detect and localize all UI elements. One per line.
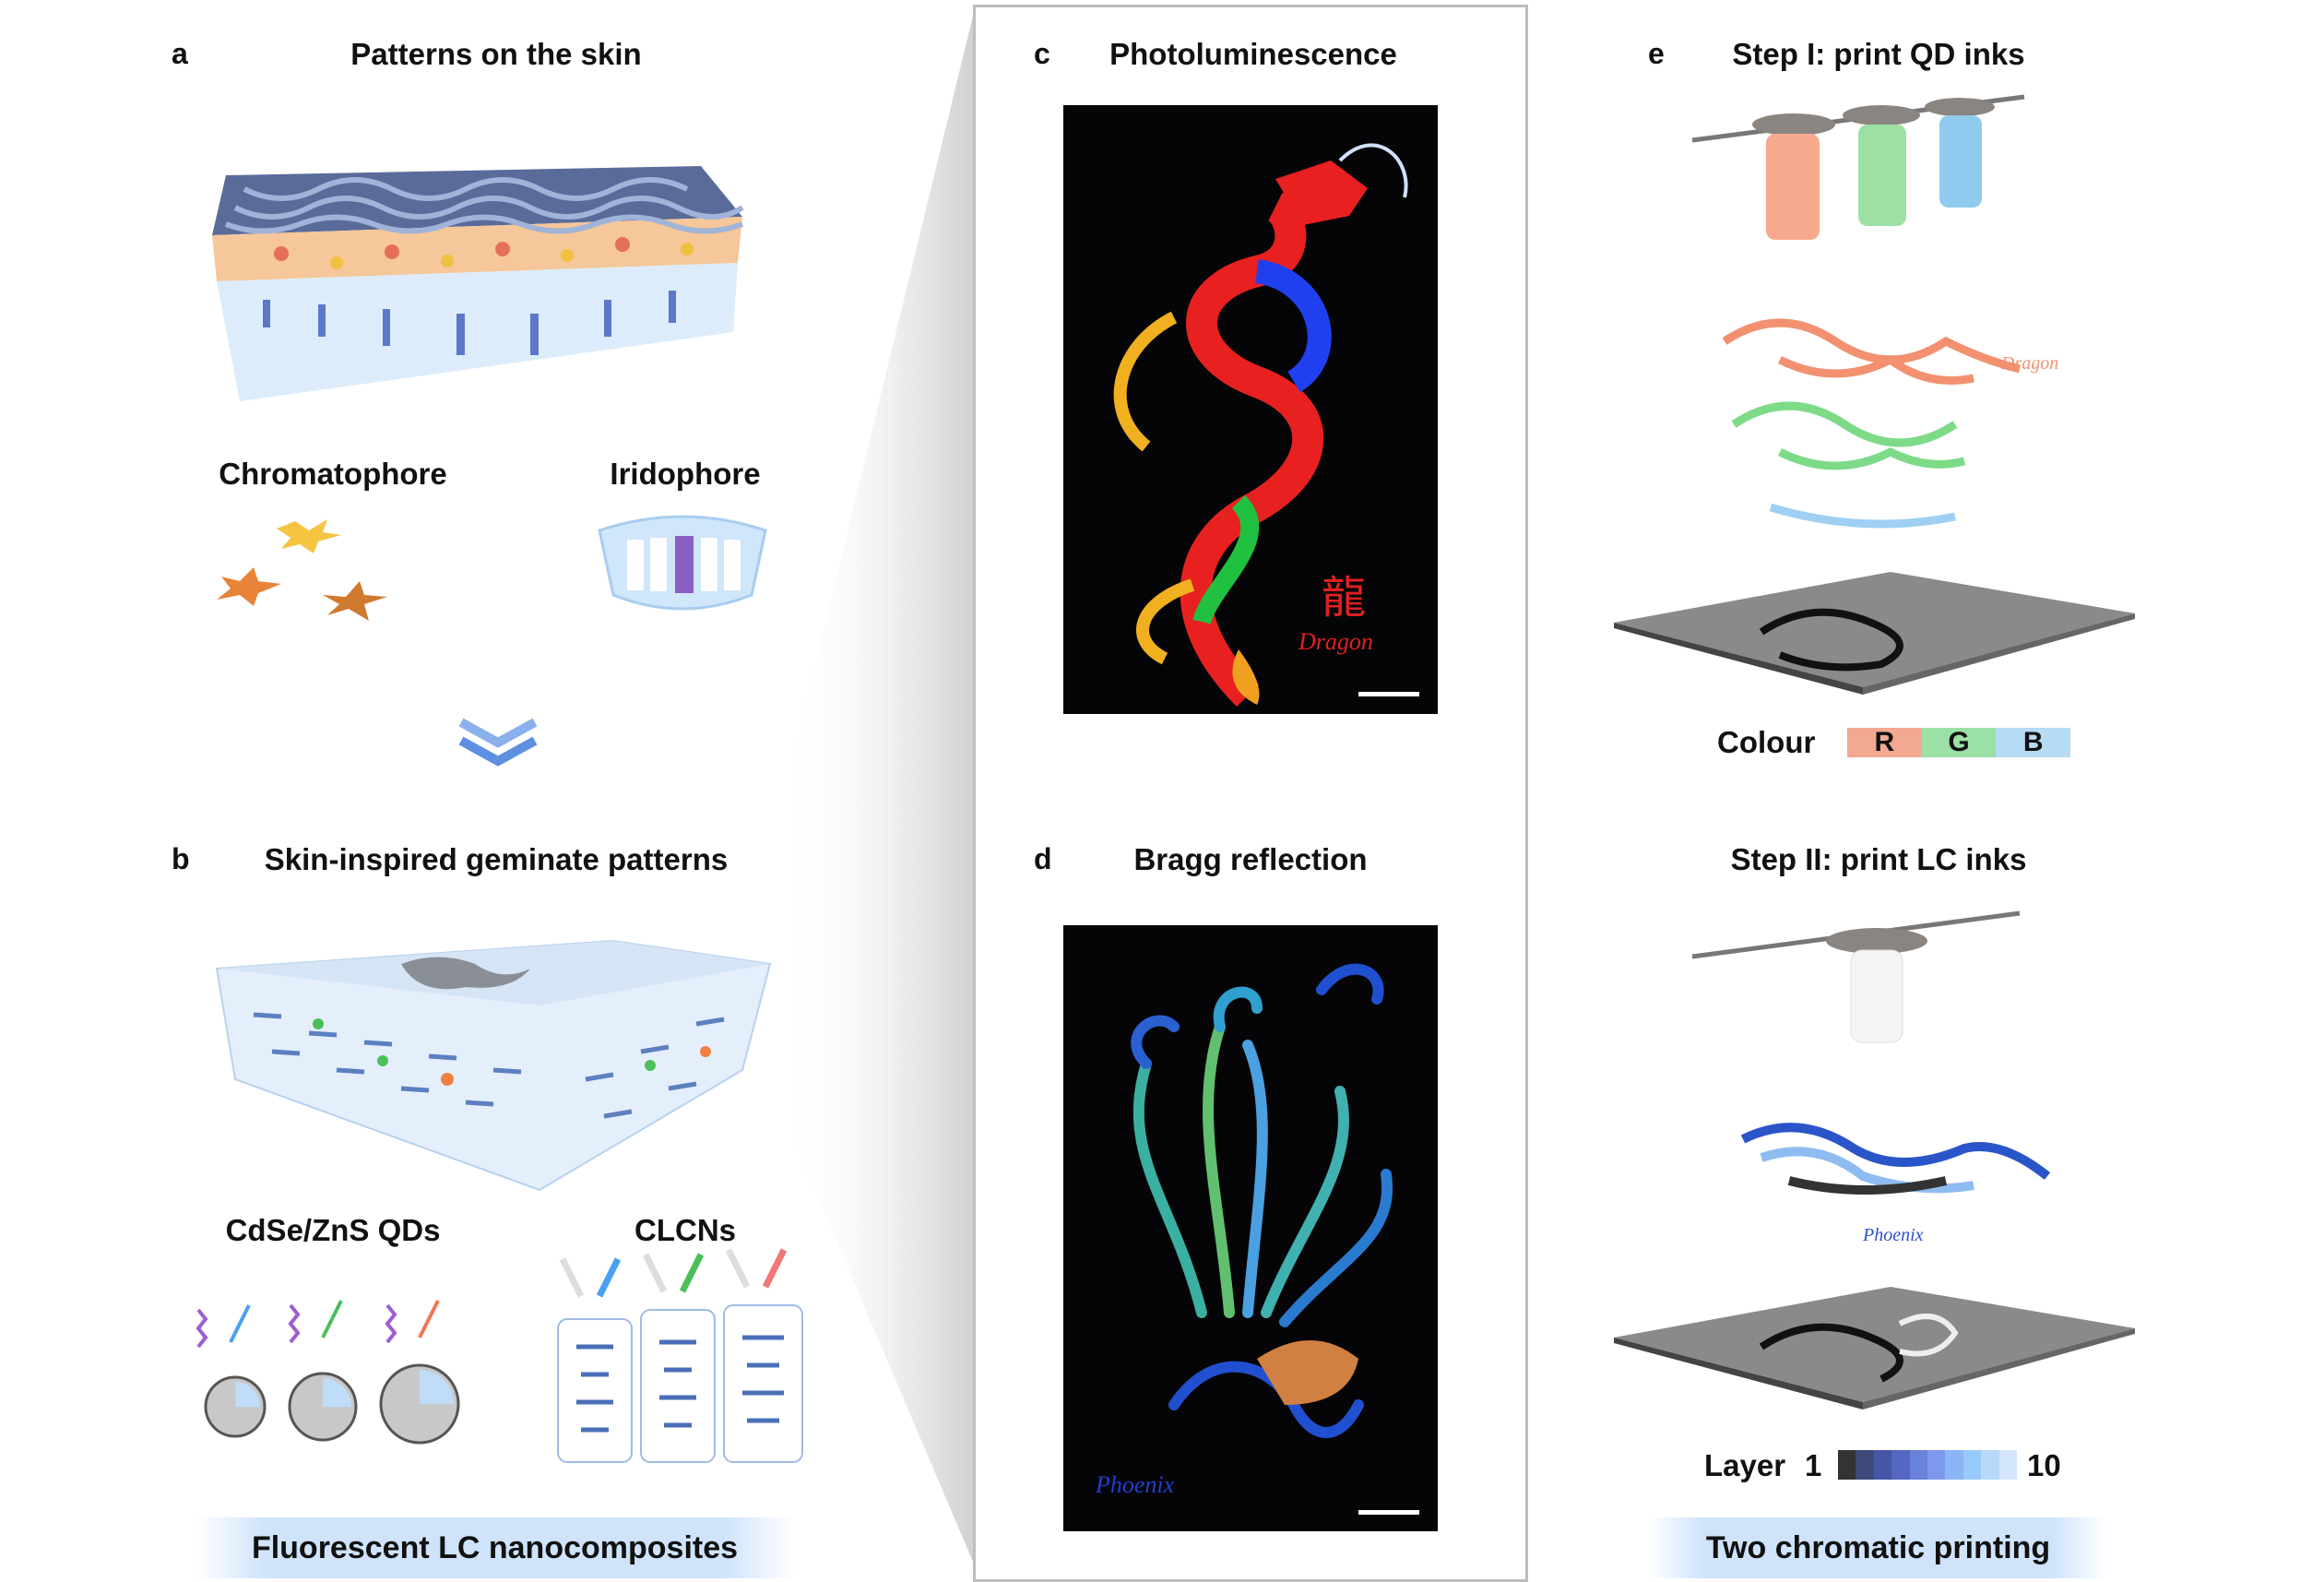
layer-swatch-4 (1891, 1450, 1910, 1480)
two-chromatic-banner: Two chromatic printing (1649, 1517, 2107, 1578)
svg-text:龍: 龍 (1322, 572, 1366, 624)
layer-swatch-3 (1873, 1450, 1892, 1480)
substrate-plate-qd (1614, 572, 2135, 695)
step2-title: Step II: print LC inks (1730, 842, 2027, 876)
colour-label: Colour (1717, 725, 1816, 759)
layer-colorbar (1838, 1450, 2018, 1480)
chevron-down-icon (458, 718, 538, 767)
qds-label: CdSe/ZnS QDs (225, 1213, 441, 1247)
substrate-plate-lc (1614, 1287, 2135, 1410)
panel-a-letter: a (172, 37, 188, 70)
fluorescent-lc-banner: Fluorescent LC nanocomposites (195, 1517, 795, 1578)
panel-b-title: Skin-inspired geminate patterns (264, 842, 729, 876)
lc-nanocomposite-illustration (215, 939, 772, 1192)
skin-layers-illustration (208, 166, 744, 401)
lc-ink-nozzle-illustration (1691, 910, 2021, 1043)
layer-swatch-6 (1927, 1450, 1946, 1480)
svg-text:Phoenix: Phoenix (1862, 1225, 1924, 1245)
two-chromatic-banner-text: Two chromatic printing (1705, 1529, 2051, 1565)
layer-max: 10 (2027, 1448, 2061, 1482)
photoluminescence-dragon-photo: 龍 Dragon (1063, 105, 1438, 714)
fluorescent-lc-banner-text: Fluorescent LC nanocomposites (251, 1529, 739, 1565)
layer-min: 1 (1805, 1448, 1822, 1482)
svg-text:Dragon: Dragon (2000, 353, 2058, 374)
colour-g: G (1921, 727, 1997, 757)
bragg-phoenix-photo: Phoenix (1063, 925, 1438, 1531)
panel-b-letter: b (172, 842, 190, 875)
colour-r: R (1847, 727, 1922, 757)
layer-swatch-7 (1945, 1450, 1963, 1480)
iridophore-label: Iridophore (610, 457, 761, 491)
chromatophore-icon (217, 519, 387, 621)
panel-c-letter: c (1034, 37, 1050, 70)
layer-swatch-8 (1962, 1450, 1982, 1480)
svg-text:Dragon: Dragon (1298, 628, 1373, 655)
panel-d-letter: d (1034, 842, 1052, 875)
layer-swatch-1 (1838, 1450, 1856, 1480)
layer-label: Layer (1704, 1448, 1786, 1482)
iridophore-icon (598, 515, 767, 611)
panel-c-title: Photoluminescence (1109, 37, 1397, 71)
chromatophore-label: Chromatophore (219, 457, 447, 491)
layer-swatch-9 (1981, 1450, 1999, 1480)
panel-d-title: Bragg reflection (1133, 842, 1368, 876)
svg-text:Phoenix: Phoenix (1095, 1471, 1175, 1498)
qd-pattern-layers-illustration: Dragon (1722, 318, 2058, 529)
colour-legend: R G B (1847, 727, 2071, 757)
panel-e-letter: e (1648, 37, 1665, 70)
layer-swatch-10 (1998, 1450, 2018, 1480)
step1-title: Step I: print QD inks (1732, 37, 2025, 71)
layer-swatch-2 (1856, 1450, 1874, 1480)
qd-ink-nozzles-illustration (1691, 94, 2025, 240)
lc-pattern-layer-illustration: Phoenix (1740, 1123, 2051, 1245)
layer-swatch-5 (1909, 1450, 1928, 1480)
clcns-label: CLCNs (634, 1213, 737, 1247)
colour-b: B (1996, 727, 2071, 757)
clcn-helix-illustration (557, 1248, 803, 1463)
quantum-dots-illustration (196, 1300, 460, 1445)
panel-a-title: Patterns on the skin (350, 37, 642, 71)
